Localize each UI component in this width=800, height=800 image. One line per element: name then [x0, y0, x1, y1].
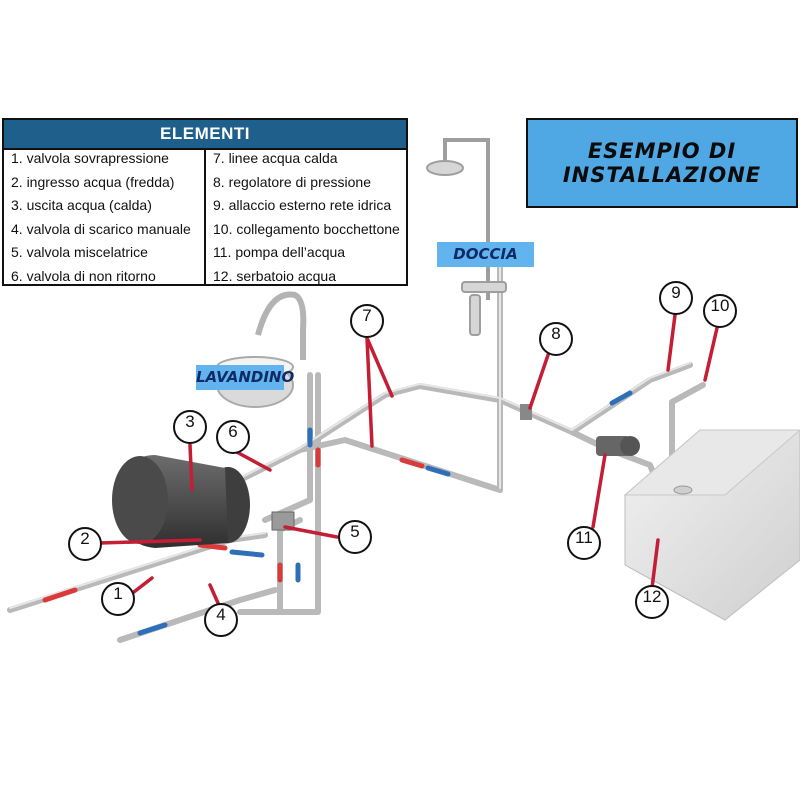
legend-item: 8. regolatore di pressione [213, 173, 371, 190]
legend-left-column: 1. valvola sovrapressione 2. ingresso ac… [4, 150, 206, 284]
water-tank [623, 429, 800, 621]
water-heater [112, 455, 250, 548]
callout-3: 3 [173, 410, 207, 444]
sink-fixture [216, 291, 307, 408]
callout-4: 4 [204, 603, 238, 637]
sink-label: LAVANDINO [196, 365, 294, 390]
legend-item: 5. valvola miscelatrice [11, 244, 148, 260]
legend-box: ELEMENTI 1. valvola sovrapressione 2. in… [2, 118, 408, 286]
flow-arrows [42, 390, 633, 636]
legend-item: 10. collegamento bocchettone [213, 220, 400, 237]
callout-9: 9 [659, 281, 693, 315]
callout-7: 7 [350, 304, 384, 338]
legend-title: ELEMENTI [4, 120, 406, 150]
callout-6: 6 [216, 420, 250, 454]
legend-item: 2. ingresso acqua (fredda) [11, 173, 175, 190]
callout-10: 10 [703, 294, 737, 328]
legend-item: 6. valvola di non ritorno [11, 267, 156, 284]
legend-right-column: 7. linee acqua calda 8. regolatore di pr… [206, 150, 406, 284]
callout-leaders [98, 313, 719, 614]
callout-5: 5 [338, 520, 372, 554]
legend-item: 9. allaccio esterno rete idrica [213, 197, 392, 213]
shower-fixture [426, 138, 507, 336]
legend-item: 1. valvola sovrapressione [11, 150, 169, 166]
legend-item: 4. valvola di scarico manuale [11, 220, 191, 237]
mixing-valve [271, 511, 295, 531]
callout-8: 8 [539, 322, 573, 356]
legend-item: 12. serbatoio acqua [213, 267, 336, 284]
title-line-2: INSTALLAZIONE [562, 163, 762, 187]
legend-item: 3. uscita acqua (calda) [11, 197, 152, 213]
legend-item: 11. pompa dell’acqua [213, 244, 346, 260]
callout-12: 12 [635, 585, 669, 619]
legend-item: 7. linee acqua calda [213, 150, 338, 166]
callout-11: 11 [567, 526, 601, 560]
title-box: ESEMPIO DI INSTALLAZIONE [526, 118, 798, 208]
callout-1: 1 [101, 582, 135, 616]
shower-label: DOCCIA [437, 242, 534, 267]
callout-2: 2 [68, 527, 102, 561]
title-line-1: ESEMPIO DI [587, 139, 737, 163]
water-pump [596, 436, 640, 456]
